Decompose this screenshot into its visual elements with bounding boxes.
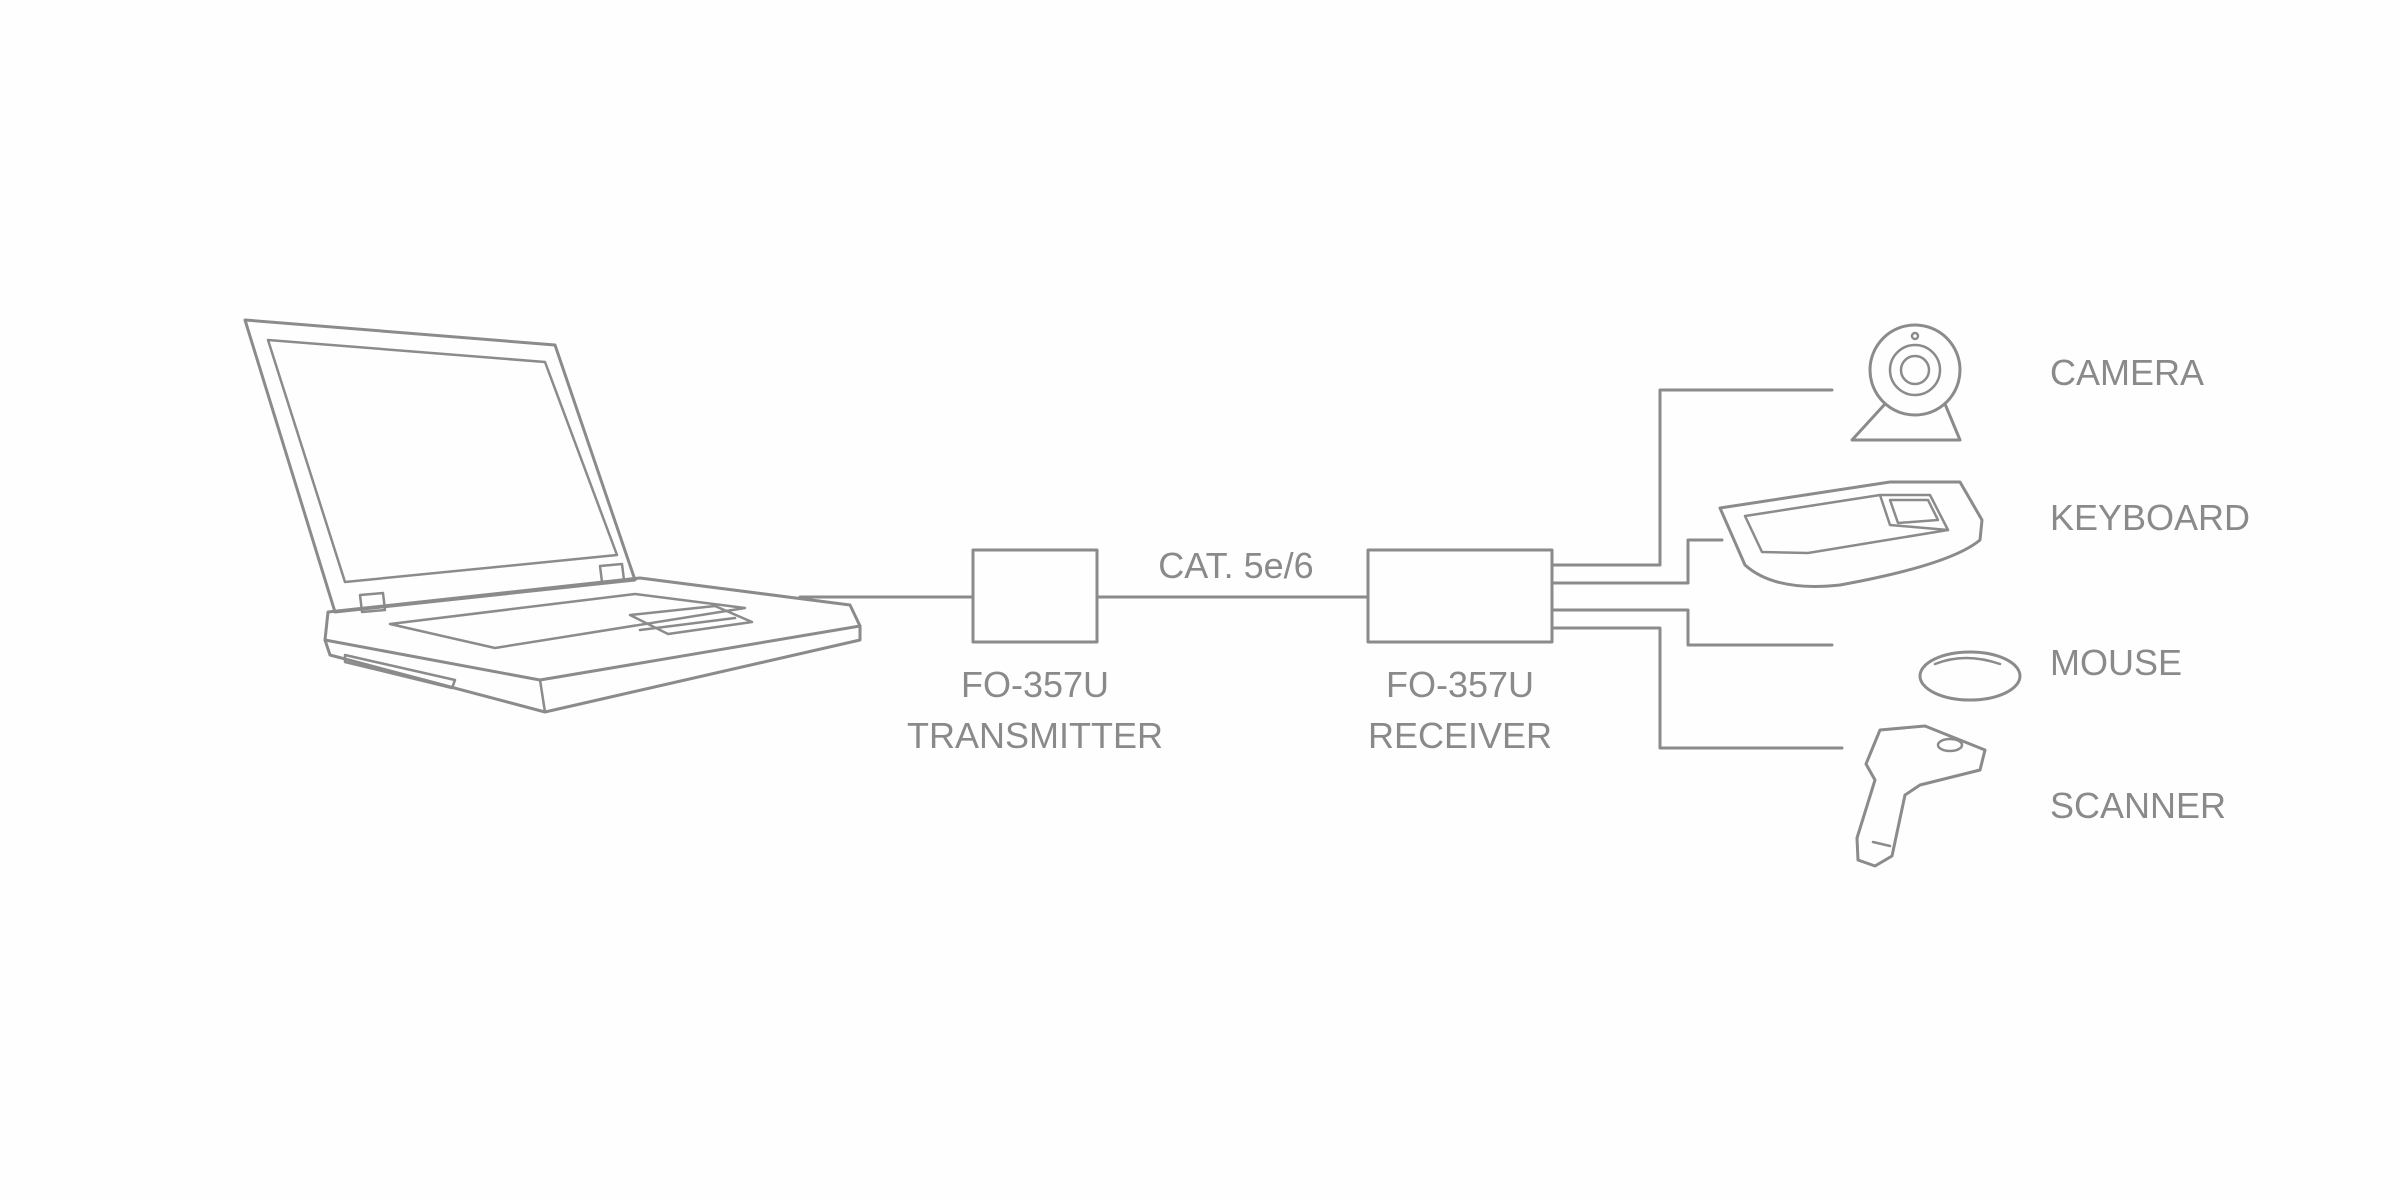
receiver-box — [1366, 548, 1554, 644]
camera-label: CAMERA — [2050, 352, 2204, 393]
keyboard-icon — [1718, 480, 1984, 588]
keyboard-line — [1550, 538, 1724, 585]
cable-label: CAT. 5e/6 — [1158, 545, 1313, 586]
mouse-line — [1550, 608, 1834, 647]
branch-lines — [1550, 388, 1844, 750]
transmitter-role-label: TRANSMITTER — [907, 715, 1163, 756]
camera-line — [1550, 388, 1834, 567]
mouse-label: MOUSE — [2050, 642, 2182, 683]
scanner-line — [1550, 626, 1844, 750]
scanner-label: SCANNER — [2050, 785, 2226, 826]
laptop-icon — [243, 318, 862, 714]
receiver-model-label: FO-357U — [1386, 664, 1534, 705]
scanner-icon — [1855, 724, 1987, 868]
transmitter-model-label: FO-357U — [961, 664, 1109, 705]
camera-icon — [1850, 323, 1962, 442]
transmitter-box — [971, 548, 1099, 644]
mouse-icon — [1918, 650, 2022, 702]
receiver-role-label: RECEIVER — [1368, 715, 1552, 756]
keyboard-label: KEYBOARD — [2050, 497, 2250, 538]
